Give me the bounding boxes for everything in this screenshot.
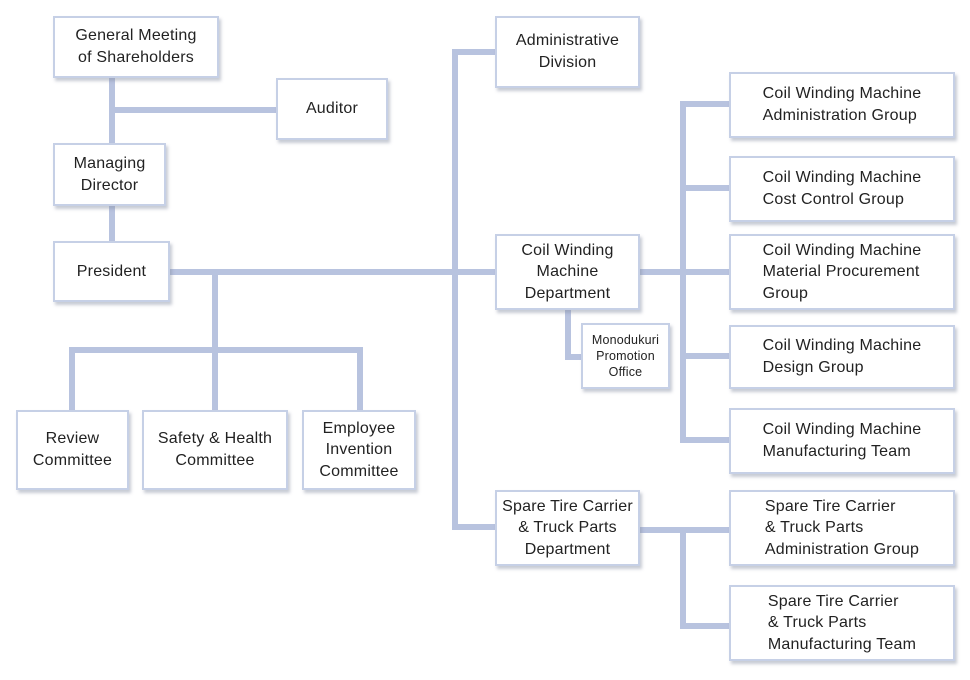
general-meeting-box: General Meeting of Shareholders bbox=[53, 16, 219, 78]
node-label: Spare Tire Carrier & Truck Parts Adminis… bbox=[764, 497, 920, 558]
cw-design-group-box: Coil Winding Machine Design Group bbox=[729, 325, 955, 389]
employee-invention-committee-box: Employee Invention Committee bbox=[302, 410, 416, 490]
node-label: Managing Director bbox=[73, 154, 146, 194]
cw-admin-group-box: Coil Winding Machine Administration Grou… bbox=[729, 72, 955, 138]
cw-cost-control-group-box: Coil Winding Machine Cost Control Group bbox=[729, 156, 955, 222]
node-label: Employee Invention Committee bbox=[319, 419, 399, 480]
node-label: Safety & Health Committee bbox=[157, 430, 273, 469]
coil-winding-department-box: Coil Winding Machine Department bbox=[495, 234, 640, 310]
cw-material-procurement-group-box: Coil Winding Machine Material Procuremen… bbox=[729, 234, 955, 310]
monodukuri-office-box: Monodukuri Promotion Office bbox=[581, 323, 670, 389]
st-admin-group-box: Spare Tire Carrier & Truck Parts Adminis… bbox=[729, 490, 955, 566]
review-committee-box: Review Committee bbox=[16, 410, 129, 490]
node-label: Coil Winding Machine Material Procuremen… bbox=[762, 241, 922, 302]
node-label: Monodukuri Promotion Office bbox=[591, 332, 660, 380]
node-label: Coil Winding Machine Cost Control Group bbox=[762, 169, 922, 208]
cw-manufacturing-team-box: Coil Winding Machine Manufacturing Team bbox=[729, 408, 955, 474]
node-label: Coil Winding Machine Department bbox=[521, 241, 614, 302]
node-label: Spare Tire Carrier & Truck Parts Manufac… bbox=[767, 592, 917, 653]
node-label: Spare Tire Carrier & Truck Parts Departm… bbox=[502, 497, 633, 558]
node-label: Review Committee bbox=[32, 430, 113, 469]
spare-tire-department-box: Spare Tire Carrier & Truck Parts Departm… bbox=[495, 490, 640, 566]
node-label: Coil Winding Machine Design Group bbox=[762, 337, 922, 376]
st-manufacturing-team-box: Spare Tire Carrier & Truck Parts Manufac… bbox=[729, 585, 955, 661]
node-label: Coil Winding Machine Manufacturing Team bbox=[762, 421, 922, 460]
node-label: Coil Winding Machine Administration Grou… bbox=[762, 85, 922, 124]
safety-health-committee-box: Safety & Health Committee bbox=[142, 410, 288, 490]
managing-director-box: Managing Director bbox=[53, 143, 166, 206]
node-label: President bbox=[76, 262, 147, 280]
node-label: General Meeting of Shareholders bbox=[75, 27, 197, 66]
node-label: Auditor bbox=[305, 100, 359, 118]
president-box: President bbox=[53, 241, 170, 302]
administrative-division-box: Administrative Division bbox=[495, 16, 640, 88]
node-label: Administrative Division bbox=[515, 32, 620, 71]
auditor-box: Auditor bbox=[276, 78, 388, 140]
